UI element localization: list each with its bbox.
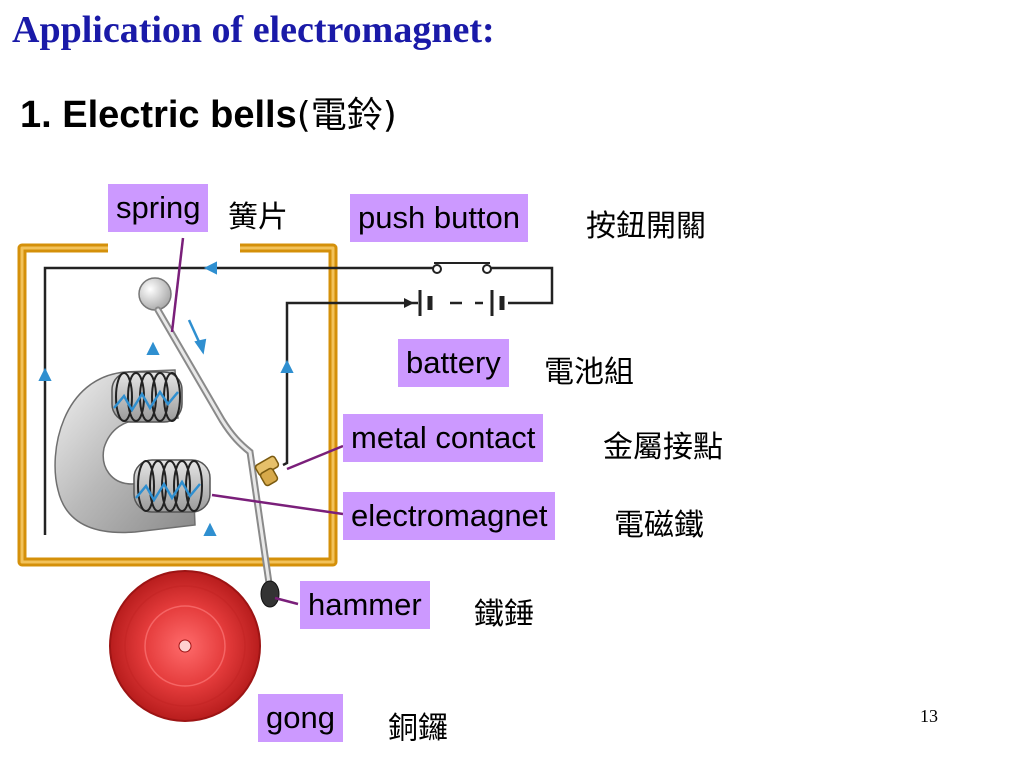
slide-subtitle: 1. Electric bells(電鈴) bbox=[20, 86, 397, 138]
subtitle-english: 1. Electric bells bbox=[20, 94, 297, 136]
label-hammer: hammer bbox=[300, 581, 430, 630]
label-battery: battery bbox=[398, 339, 509, 388]
label-electromagnet: electromagnet bbox=[343, 492, 556, 541]
label-metal-contact-cn: 金屬接點 bbox=[603, 430, 723, 465]
label-hammer-cn: 鐵錘 bbox=[474, 597, 534, 632]
metal-contact-screw bbox=[254, 455, 280, 487]
label-metal-contact: metal contact bbox=[343, 414, 544, 463]
label-gong: gong bbox=[258, 694, 343, 743]
current-arrows bbox=[38, 261, 294, 536]
page-number: 13 bbox=[920, 706, 938, 726]
subtitle-chinese: (電鈴) bbox=[296, 95, 397, 136]
battery-symbol bbox=[404, 290, 505, 316]
label-push-button-cn: 按鈕開關 bbox=[586, 209, 706, 244]
label-electromagnet-cn: 電磁鐵 bbox=[614, 508, 704, 543]
leader-lines bbox=[170, 237, 344, 606]
slide-title: Application of electromagnet: bbox=[12, 9, 495, 51]
hammer-head bbox=[260, 580, 280, 608]
label-spring-cn: 簧片 bbox=[228, 200, 288, 235]
circuit-wires bbox=[43, 266, 554, 535]
push-button-switch bbox=[432, 262, 492, 274]
spring-pivot bbox=[138, 277, 172, 311]
upper-coil bbox=[111, 371, 183, 423]
label-push-button: push button bbox=[350, 194, 529, 243]
label-battery-cn: 電池組 bbox=[544, 355, 634, 390]
label-gong-cn: 銅鑼 bbox=[388, 711, 448, 746]
lower-coil bbox=[133, 459, 211, 513]
gong bbox=[109, 570, 261, 722]
label-spring: spring bbox=[108, 184, 209, 233]
bell-frame bbox=[17, 243, 338, 567]
spring-armature bbox=[154, 306, 274, 594]
